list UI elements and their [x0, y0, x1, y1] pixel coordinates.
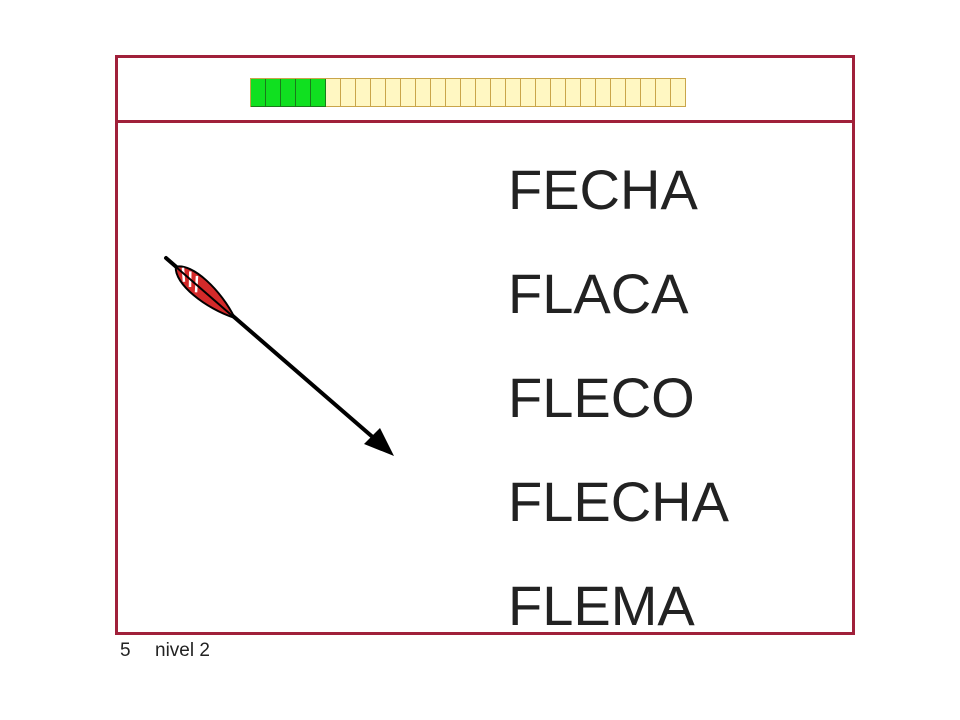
progress-cell-complete: [281, 79, 296, 107]
progress-cell-pending: [626, 79, 641, 107]
progress-cell-pending: [356, 79, 371, 107]
word-options-list: FECHA FLACA FLECO FLECHA FLEMA: [508, 138, 729, 658]
progress-cell-complete: [296, 79, 311, 107]
progress-cell-complete: [251, 79, 266, 107]
progress-cell-pending: [431, 79, 446, 107]
progress-cell-pending: [566, 79, 581, 107]
progress-cell-pending: [506, 79, 521, 107]
progress-cell-pending: [491, 79, 506, 107]
page-number: 5: [120, 640, 131, 661]
progress-cell-pending: [536, 79, 551, 107]
exercise-frame: FECHA FLACA FLECO FLECHA FLEMA: [115, 55, 855, 637]
word-option-fleco[interactable]: FLECO: [508, 366, 695, 429]
progress-cell-pending: [611, 79, 626, 107]
word-option-fecha[interactable]: FECHA: [508, 158, 698, 221]
progress-cell-pending: [551, 79, 566, 107]
progress-cell-pending: [521, 79, 536, 107]
progress-cell-pending: [671, 79, 686, 107]
word-option-flecha[interactable]: FLECHA: [508, 470, 729, 533]
word-option-flema[interactable]: FLEMA: [508, 574, 695, 637]
progress-cell-pending: [656, 79, 671, 107]
arrow-icon: [164, 256, 394, 456]
progress-bar: [250, 78, 686, 107]
progress-cell-pending: [461, 79, 476, 107]
progress-cell-complete: [266, 79, 281, 107]
progress-cell-pending: [476, 79, 491, 107]
progress-cell-pending: [341, 79, 356, 107]
progress-cell-complete: [311, 79, 326, 107]
progress-cell-pending: [371, 79, 386, 107]
word-option-flaca[interactable]: FLACA: [508, 262, 689, 325]
progress-cell-pending: [446, 79, 461, 107]
progress-cell-pending: [641, 79, 656, 107]
progress-cell-pending: [416, 79, 431, 107]
progress-cell-pending: [386, 79, 401, 107]
progress-cell-pending: [326, 79, 341, 107]
header-divider: [118, 120, 852, 123]
level-label: nivel 2: [155, 640, 210, 661]
progress-cell-pending: [596, 79, 611, 107]
progress-cell-pending: [401, 79, 416, 107]
progress-cell-pending: [581, 79, 596, 107]
